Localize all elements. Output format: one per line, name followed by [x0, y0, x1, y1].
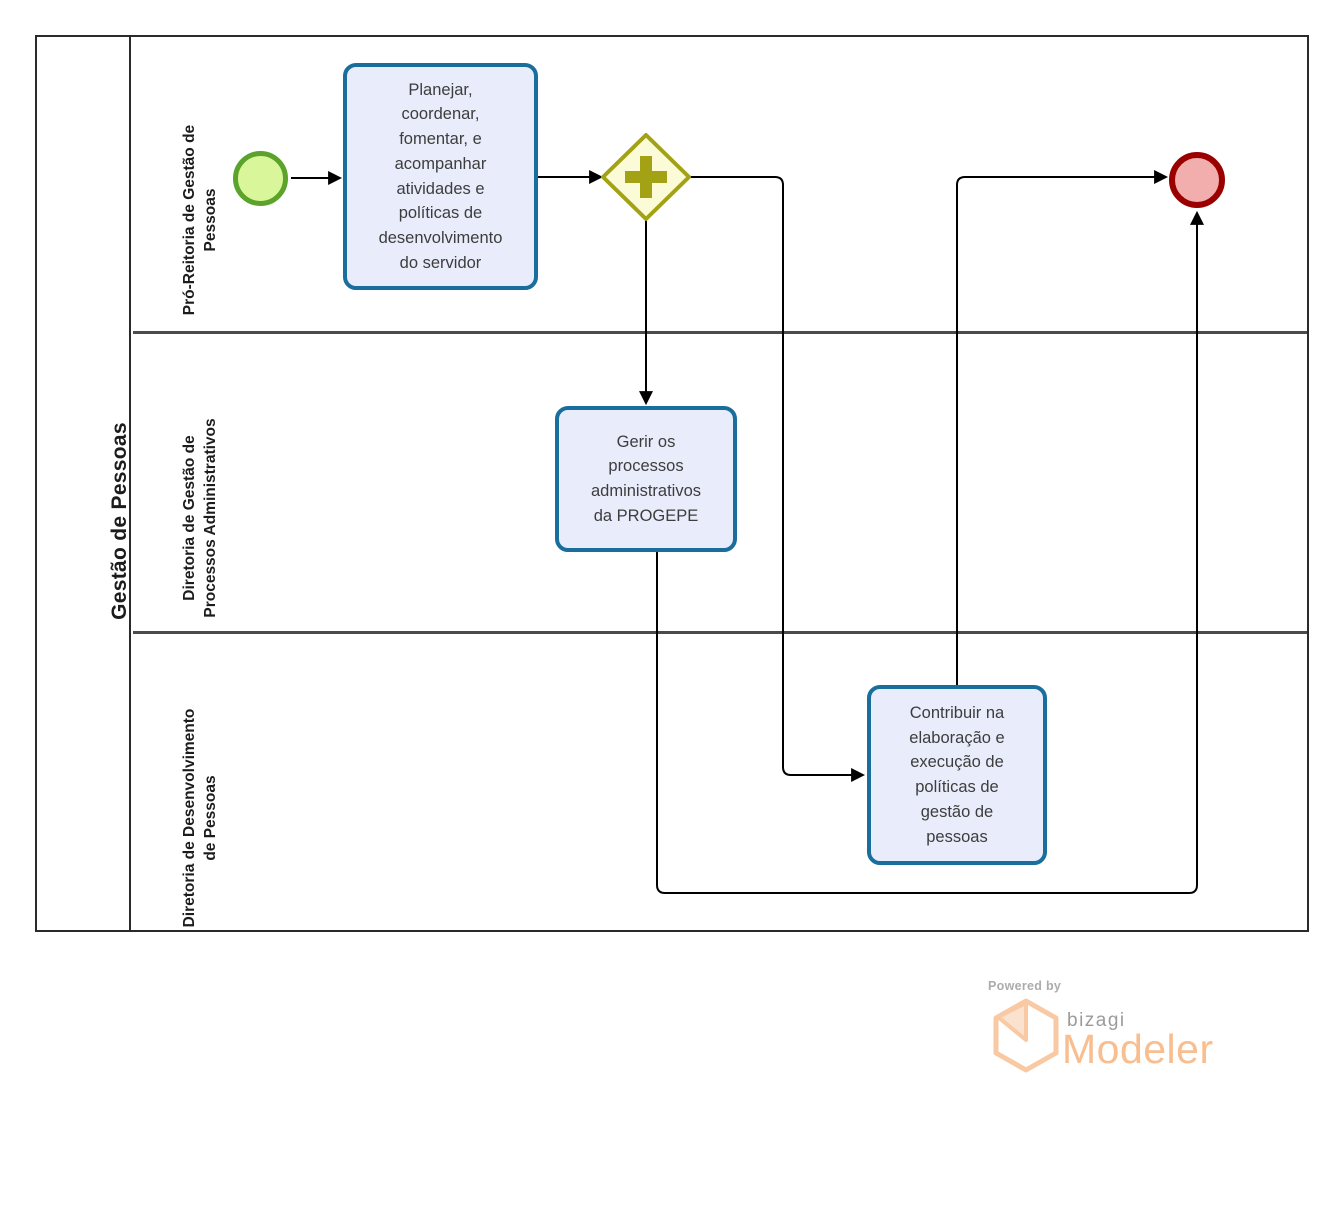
start-event — [233, 151, 288, 206]
parallel-gateway — [601, 133, 691, 221]
end-event — [1169, 152, 1225, 208]
flow-task-contribuir-to-end — [956, 170, 1169, 685]
task-contribuir: Contribuir na elaboração e execução de p… — [867, 685, 1047, 865]
lane-divider — [133, 331, 1307, 334]
parallel-gateway-plus-icon — [625, 156, 667, 198]
bizagi-wordmark: bizagi — [1067, 1010, 1126, 1031]
bizagi-logo-icon — [993, 998, 1059, 1073]
task-planejar: Planejar, coordenar, fomentar, e acompan… — [343, 63, 538, 290]
flow-gateway-to-task-contribuir — [688, 176, 866, 782]
powered-by-label: Powered by — [988, 979, 1062, 993]
task-gerir-processos: Gerir os processos administrativos da PR… — [555, 406, 737, 552]
pool-title-band — [37, 37, 131, 930]
modeler-wordmark: Modeler — [1062, 1026, 1214, 1072]
lane-divider — [133, 631, 1307, 634]
flow-task-gerir-to-end — [656, 210, 1204, 894]
